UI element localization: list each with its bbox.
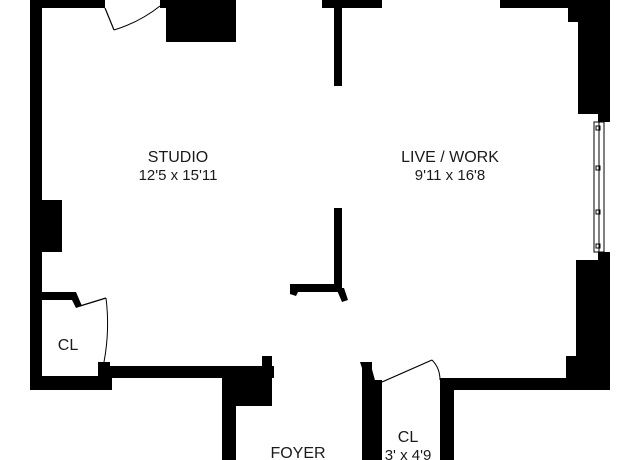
door-closet-left xyxy=(79,297,109,363)
door-closet-right xyxy=(381,359,441,383)
door-top-left xyxy=(104,5,161,31)
closet-left-bottom-wall xyxy=(36,376,112,390)
live-work-dims: 9'11 x 16'8 xyxy=(415,167,486,184)
wall-top-center xyxy=(322,0,382,8)
foyer-name: FOYER xyxy=(270,445,325,460)
partition-lower xyxy=(334,208,342,288)
wall-left xyxy=(30,0,42,390)
wall-right-upper xyxy=(598,0,610,122)
closet-right-name: CL xyxy=(398,429,419,446)
foyer-right-wall xyxy=(362,362,372,460)
foyer-left-block xyxy=(228,370,272,406)
wall-top-right xyxy=(500,0,610,8)
wall-left-pier xyxy=(36,200,62,252)
closet-left-door-jamb xyxy=(68,292,82,308)
window-mullion xyxy=(595,209,601,215)
wall-right-column-lower xyxy=(576,260,600,362)
window-right xyxy=(593,121,605,253)
door-swings xyxy=(79,5,441,383)
room-labels: STUDIO 12'5 x 15'11 LIVE / WORK 9'11 x 1… xyxy=(58,149,499,460)
wall-bottom-right xyxy=(440,378,610,390)
partition-foot-angle xyxy=(336,288,348,302)
live-work-name: LIVE / WORK xyxy=(401,149,499,166)
closet-right-right-wall xyxy=(440,380,454,460)
wall-right-lower xyxy=(598,252,610,390)
partition-upper xyxy=(334,0,342,86)
wall-top-left xyxy=(30,0,105,8)
closet-left-top-wall xyxy=(36,292,72,300)
wall-right-pier-upper xyxy=(568,0,600,22)
wall-right-column-upper xyxy=(578,20,600,114)
window-mullion xyxy=(595,165,601,171)
studio-dims: 12'5 x 15'11 xyxy=(139,167,218,184)
chimney-block xyxy=(166,0,236,42)
closet-left-name: CL xyxy=(58,337,79,354)
wall-right-pier-lower xyxy=(566,356,600,380)
foyer-door-jamb-left xyxy=(262,356,272,372)
closet-right-left-wall xyxy=(372,380,382,460)
window-mullion xyxy=(595,243,601,249)
walls xyxy=(30,0,610,460)
partition-foot xyxy=(290,284,342,296)
window-mullion xyxy=(595,125,601,131)
closet-right-dims: 3' x 4'9 xyxy=(385,447,432,460)
studio-name: STUDIO xyxy=(148,149,208,166)
